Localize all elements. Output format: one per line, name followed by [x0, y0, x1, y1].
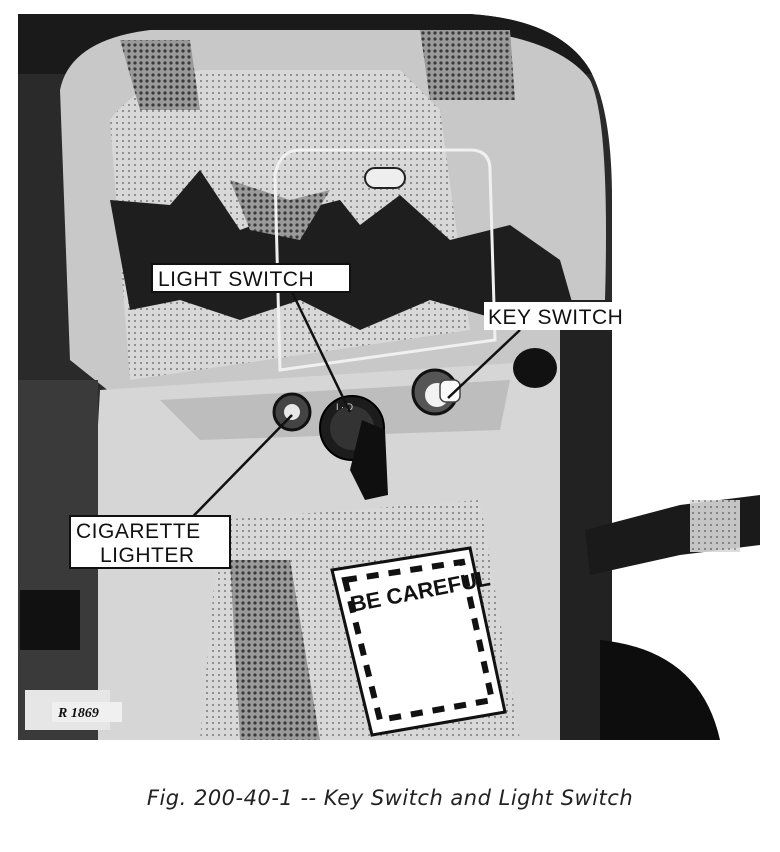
cigarette-lighter-label: CIGARETTE LIGHTER	[69, 515, 231, 569]
key-switch-label: KEY SWITCH	[484, 302, 652, 330]
figure-caption: Fig. 200-40-1 -- Key Switch and Light Sw…	[146, 786, 634, 810]
light-switch-knob: I · D	[319, 395, 388, 500]
svg-text:I · D: I · D	[336, 402, 353, 412]
key-switch-leader	[447, 329, 521, 399]
key-switch-label-text: KEY SWITCH	[488, 306, 623, 329]
cigarette-lighter-label-line2: LIGHTER	[100, 544, 195, 567]
photo-content: I · D BE CAREFUL R 1869	[18, 14, 612, 740]
cigarette-lighter-knob	[272, 392, 312, 432]
reference-number: R 1869	[57, 706, 99, 721]
key-switch	[411, 368, 461, 416]
light-switch-label: LIGHT SWITCH	[151, 263, 351, 293]
light-switch-label-text: LIGHT SWITCH	[158, 268, 314, 291]
be-careful-sign: BE CAREFUL	[330, 546, 507, 737]
light-switch-leader	[290, 291, 352, 413]
tractor-dashboard-photo: I · D BE CAREFUL R 1869 LIGHT SWITCH KEY	[18, 14, 760, 740]
cigarette-lighter-label-line1: CIGARETTE	[76, 520, 201, 543]
